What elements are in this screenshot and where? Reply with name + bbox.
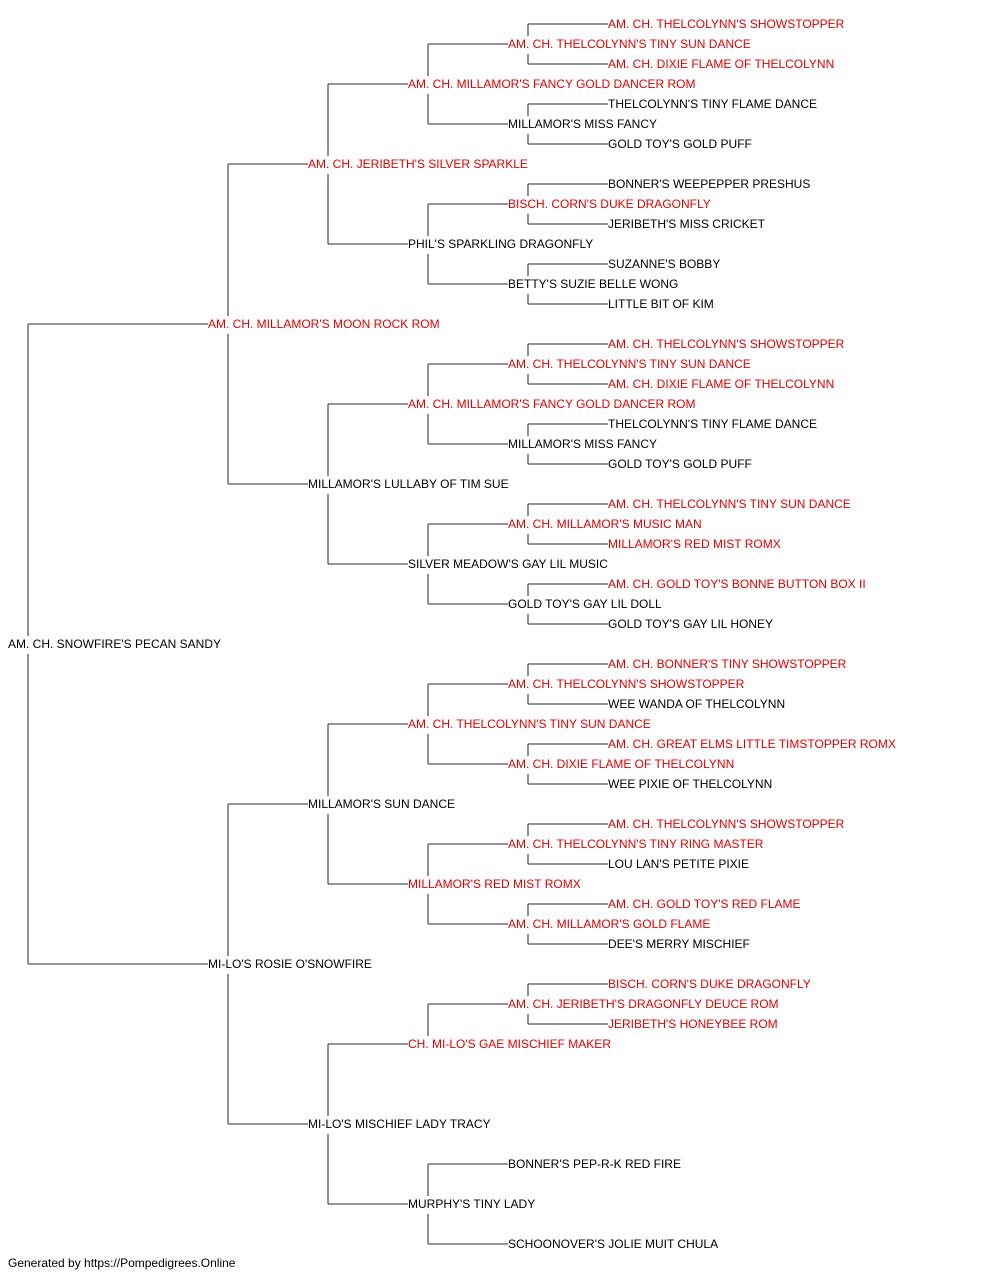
dog-name-sire-sire-dam-dam-sire: SUZANNE'S BOBBY	[608, 257, 720, 271]
dog-name-dam-sire-sire-sire: AM. CH. THELCOLYNN'S SHOWSTOPPER	[508, 677, 745, 691]
dog-name-dam-sire: MILLAMOR'S SUN DANCE	[308, 797, 455, 811]
dog-name-sire-dam-sire-dam-dam: GOLD TOY'S GOLD PUFF	[608, 457, 752, 471]
dog-name-sire-dam-sire-dam: MILLAMOR'S MISS FANCY	[508, 437, 657, 451]
dog-name-dam-sire-sire-dam-dam: WEE PIXIE OF THELCOLYNN	[608, 777, 772, 791]
dog-name-dam-dam-sire-sire-sire: BISCH. CORN'S DUKE DRAGONFLY	[608, 977, 811, 991]
dog-name-dam-dam-sire-sire: AM. CH. JERIBETH'S DRAGONFLY DEUCE ROM	[508, 997, 779, 1011]
dog-name-dam-sire-sire-sire-dam: WEE WANDA OF THELCOLYNN	[608, 697, 785, 711]
dog-name-sire-dam-dam-sire-sire: AM. CH. THELCOLYNN'S TINY SUN DANCE	[608, 497, 851, 511]
dog-name-dam-sire-dam: MILLAMOR'S RED MIST ROMX	[408, 877, 581, 891]
dog-name-sire-sire-sire-sire: AM. CH. THELCOLYNN'S TINY SUN DANCE	[508, 37, 751, 51]
dog-name-dam-sire-dam-sire-sire: AM. CH. THELCOLYNN'S SHOWSTOPPER	[608, 817, 845, 831]
dog-name-dam-sire-dam-dam: AM. CH. MILLAMOR'S GOLD FLAME	[508, 917, 710, 931]
dog-name-sire-sire-dam: PHIL'S SPARKLING DRAGONFLY	[408, 237, 593, 251]
dog-name-sire-dam-dam-dam: GOLD TOY'S GAY LIL DOLL	[508, 597, 662, 611]
dog-name-dam-dam-dam-sire: BONNER'S PEP-R-K RED FIRE	[508, 1157, 681, 1171]
dog-name-dam-sire-sire-dam-sire: AM. CH. GREAT ELMS LITTLE TIMSTOPPER ROM…	[608, 737, 896, 751]
dog-name-sire-sire-sire-sire-sire: AM. CH. THELCOLYNN'S SHOWSTOPPER	[608, 17, 845, 31]
dog-name-dam-dam-dam: MURPHY'S TINY LADY	[408, 1197, 535, 1211]
dog-name-dam-dam: MI-LO'S MISCHIEF LADY TRACY	[308, 1117, 491, 1131]
dog-name-sire-sire-sire-dam-sire: THELCOLYNN'S TINY FLAME DANCE	[608, 97, 817, 111]
dog-name-sire-dam-dam: SILVER MEADOW'S GAY LIL MUSIC	[408, 557, 608, 571]
dog-name-sire-sire-sire-dam: MILLAMOR'S MISS FANCY	[508, 117, 657, 131]
dog-name-sire-sire-dam-dam-dam: LITTLE BIT OF KIM	[608, 297, 714, 311]
dog-name-sire-sire-dam-sire: BISCH. CORN'S DUKE DRAGONFLY	[508, 197, 711, 211]
dog-name-sire-sire-sire-sire-dam: AM. CH. DIXIE FLAME OF THELCOLYNN	[608, 57, 834, 71]
dog-name-sire: AM. CH. MILLAMOR'S MOON ROCK ROM	[208, 317, 440, 331]
dog-name-sire-dam-sire-sire: AM. CH. THELCOLYNN'S TINY SUN DANCE	[508, 357, 751, 371]
dog-name-sire-dam-dam-dam-sire: AM. CH. GOLD TOY'S BONNE BUTTON BOX II	[608, 577, 866, 591]
dog-name-dam-sire-dam-dam-dam: DEE'S MERRY MISCHIEF	[608, 937, 750, 951]
dog-name-dam-sire-dam-dam-sire: AM. CH. GOLD TOY'S RED FLAME	[608, 897, 801, 911]
dog-name-sire-sire-sire: AM. CH. MILLAMOR'S FANCY GOLD DANCER ROM	[408, 77, 695, 91]
dog-name-dam: MI-LO'S ROSIE O'SNOWFIRE	[208, 957, 372, 971]
dog-name-dam-sire-dam-sire-dam: LOU LAN'S PETITE PIXIE	[608, 857, 749, 871]
dog-name-sire-sire-dam-sire-sire: BONNER'S WEEPEPPER PRESHUS	[608, 177, 810, 191]
dog-name-sire-dam-dam-dam-dam: GOLD TOY'S GAY LIL HONEY	[608, 617, 773, 631]
dog-name-sire-dam-dam-sire: AM. CH. MILLAMOR'S MUSIC MAN	[508, 517, 702, 531]
dog-name-sire-sire-sire-dam-dam: GOLD TOY'S GOLD PUFF	[608, 137, 752, 151]
dog-name-sire-sire-dam-dam: BETTY'S SUZIE BELLE WONG	[508, 277, 678, 291]
dog-name-sire-dam: MILLAMOR'S LULLABY OF TIM SUE	[308, 477, 509, 491]
dog-name-sire-sire-dam-sire-dam: JERIBETH'S MISS CRICKET	[608, 217, 766, 231]
dog-name-sire-dam-dam-sire-dam: MILLAMOR'S RED MIST ROMX	[608, 537, 781, 551]
dog-name-dam-dam-dam-dam: SCHOONOVER'S JOLIE MUIT CHULA	[508, 1237, 718, 1251]
dog-name-dam-dam-sire-sire-dam: JERIBETH'S HONEYBEE ROM	[608, 1017, 778, 1031]
dog-name-dam-sire-sire: AM. CH. THELCOLYNN'S TINY SUN DANCE	[408, 717, 651, 731]
dog-name-sire-dam-sire-sire-sire: AM. CH. THELCOLYNN'S SHOWSTOPPER	[608, 337, 845, 351]
dog-name-sire-dam-sire: AM. CH. MILLAMOR'S FANCY GOLD DANCER ROM	[408, 397, 695, 411]
dog-name-sire-dam-sire-sire-dam: AM. CH. DIXIE FLAME OF THELCOLYNN	[608, 377, 834, 391]
dog-name-root: AM. CH. SNOWFIRE'S PECAN SANDY	[8, 637, 221, 651]
dog-name-dam-sire-sire-sire-sire: AM. CH. BONNER'S TINY SHOWSTOPPER	[608, 657, 847, 671]
dog-name-dam-dam-sire: CH. MI-LO'S GAE MISCHIEF MAKER	[408, 1037, 611, 1051]
dog-name-sire-sire: AM. CH. JERIBETH'S SILVER SPARKLE	[308, 157, 528, 171]
dog-name-dam-sire-dam-sire: AM. CH. THELCOLYNN'S TINY RING MASTER	[508, 837, 764, 851]
dog-name-sire-dam-sire-dam-sire: THELCOLYNN'S TINY FLAME DANCE	[608, 417, 817, 431]
dog-name-dam-sire-sire-dam: AM. CH. DIXIE FLAME OF THELCOLYNN	[508, 757, 734, 771]
footer-credit: Generated by https://Pompedigrees.Online	[8, 1256, 236, 1270]
